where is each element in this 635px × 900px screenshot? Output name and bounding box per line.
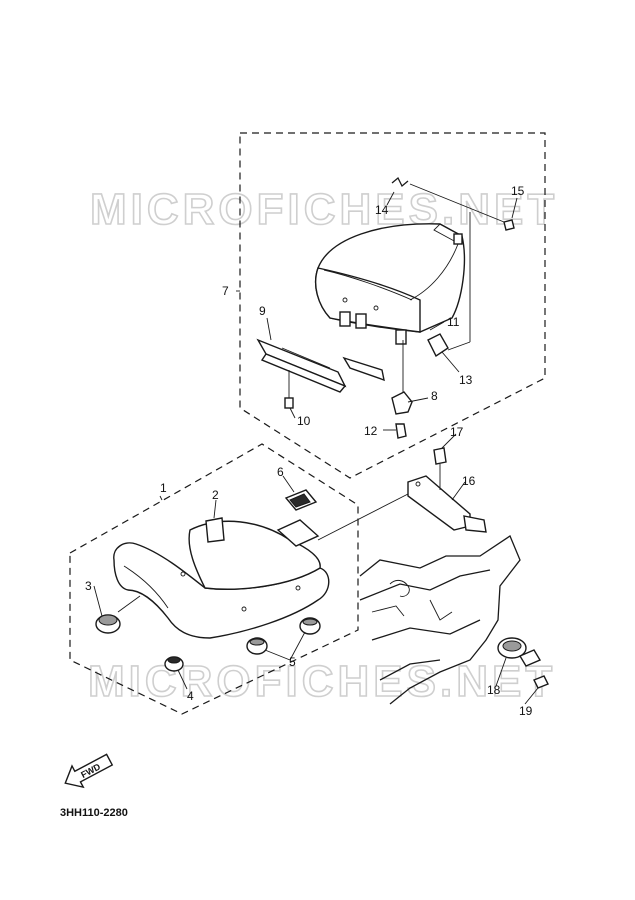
leader-lines	[93, 191, 539, 705]
frame-part	[359, 535, 521, 705]
knob-3-part	[95, 595, 141, 634]
callout-14: 14	[375, 203, 389, 217]
callout-2: 2	[212, 488, 219, 502]
callout-7: 7	[222, 284, 229, 298]
watermark-top: MICROFICHES.NET	[90, 185, 558, 234]
callout-9: 9	[259, 304, 266, 318]
seat-mount-plate-part	[342, 356, 385, 382]
callout-1: 1	[160, 481, 167, 495]
callout-12: 12	[364, 424, 378, 438]
callout-15: 15	[511, 184, 525, 198]
callout-18: 18	[487, 683, 501, 697]
callout-4: 4	[187, 689, 194, 703]
callout-19: 19	[519, 704, 533, 718]
seat-lock-18-part	[497, 637, 542, 667]
callout-17: 17	[450, 425, 464, 439]
callout-13: 13	[459, 373, 473, 387]
watermark-bottom: MICROFICHES.NET	[88, 657, 556, 706]
screw-19-part	[533, 675, 549, 689]
seat-tab-2-part	[205, 517, 225, 543]
bolt-10-part	[284, 370, 294, 409]
damper-6-part	[276, 489, 320, 547]
rear-seat-part	[314, 223, 466, 345]
callout-3: 3	[85, 579, 92, 593]
seat-rail-bracket-part	[256, 338, 347, 393]
seat-group-1-outline	[69, 443, 359, 715]
bolt-17-part	[433, 447, 447, 465]
diagram-code: 3HH110-2280	[60, 807, 128, 819]
callout-6: 6	[277, 465, 284, 479]
lock-bracket-13-part	[427, 333, 449, 358]
damper-4-part	[164, 656, 184, 672]
callout-11: 11	[447, 315, 460, 329]
fwd-arrow-icon: FWD	[64, 753, 114, 789]
bracket-8-part	[391, 391, 413, 415]
callout-8: 8	[431, 389, 438, 403]
callout-5: 5	[289, 655, 296, 669]
callout-10: 10	[297, 414, 311, 428]
spring-14-part	[391, 176, 409, 188]
callout-16: 16	[462, 474, 476, 488]
hinge-bracket-16-part	[407, 475, 487, 533]
screw-15-part	[503, 219, 515, 231]
bolt-12-part	[395, 423, 407, 439]
damper-5-parts	[246, 617, 321, 655]
seat-group-7-outline	[239, 132, 546, 479]
